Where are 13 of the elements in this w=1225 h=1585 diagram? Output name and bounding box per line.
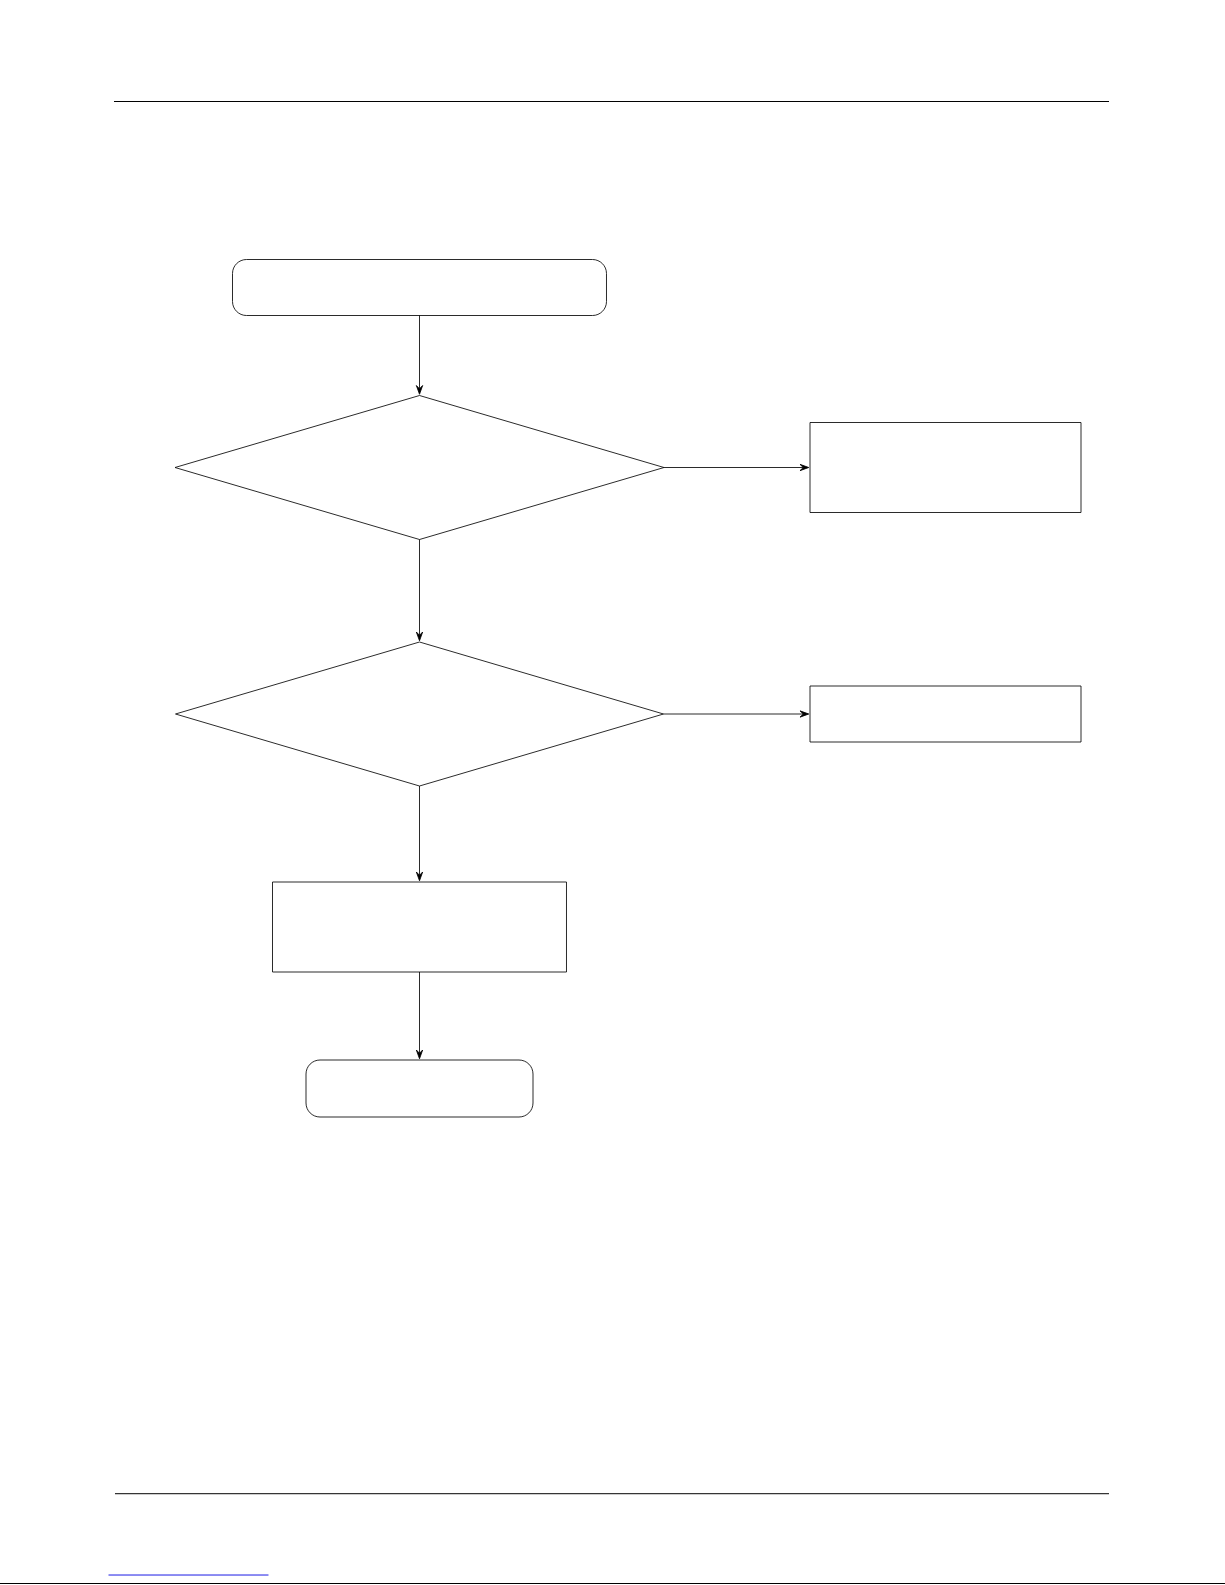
decision-diamond [174,395,665,540]
arrow [415,971,424,1060]
terminal-box [305,1059,534,1118]
arrow [415,315,424,395]
process-box [809,422,1082,513]
arrow [415,539,424,642]
decision-diamond [175,641,664,787]
arrow [663,710,810,718]
process-box [809,685,1082,743]
arrow [663,463,810,472]
arrow [415,785,424,882]
process-box [272,881,567,973]
terminal-box [232,259,607,316]
